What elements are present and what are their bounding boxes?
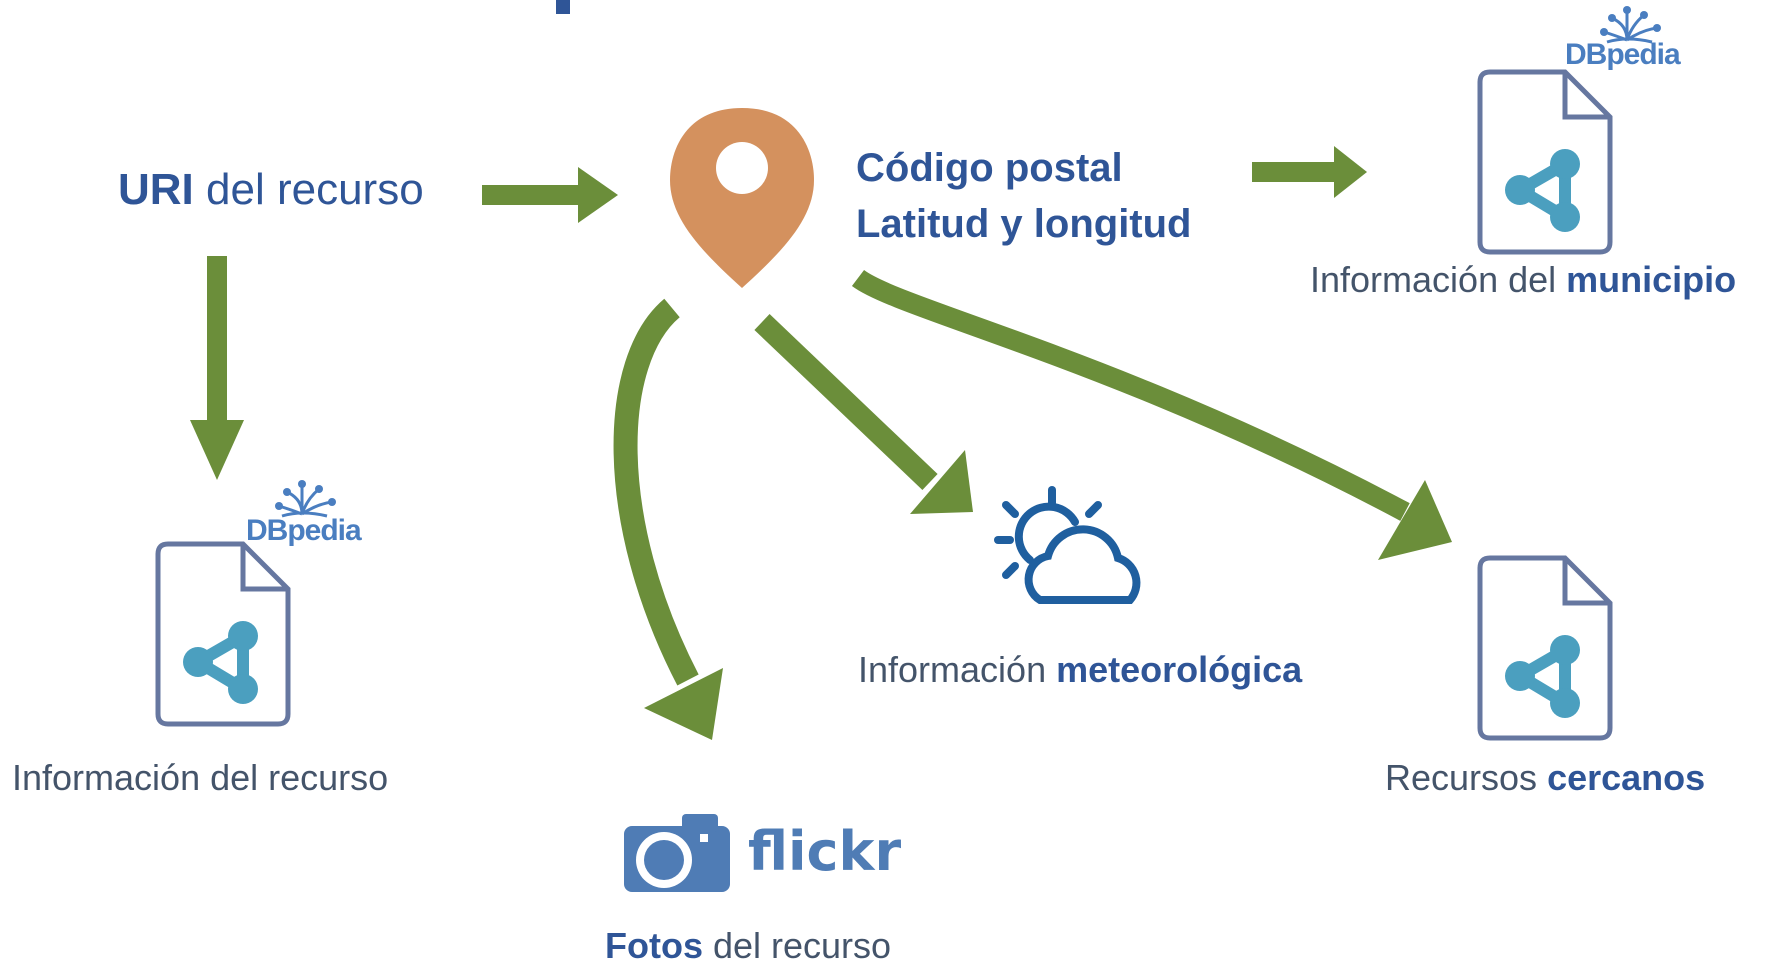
arrow-to-cercanos xyxy=(851,269,1452,560)
arrow-uri-to-pin xyxy=(482,167,618,223)
location-pin-icon xyxy=(670,108,814,288)
cercanos-label: Recursos cercanos xyxy=(1385,760,1705,796)
arrow-to-meteo xyxy=(754,314,973,514)
dbpedia-logo-top: DBpedia xyxy=(1565,38,1681,71)
meteo-label: Información meteorológica xyxy=(858,652,1302,688)
arrow-to-municipio xyxy=(1252,146,1367,198)
municipio-bold: municipio xyxy=(1566,259,1737,300)
fotos-bold: Fotos xyxy=(605,925,703,966)
location-fields: Código postal Latitud y longitud xyxy=(856,140,1192,252)
document-recurso-icon xyxy=(158,544,288,724)
document-cercanos-icon xyxy=(1480,558,1610,738)
meteo-prefix: Información xyxy=(858,649,1057,690)
dbpedia-logo-left-icon xyxy=(273,478,338,518)
uri-label-bold: URI xyxy=(118,165,194,214)
location-field-latlon: Latitud y longitud xyxy=(856,202,1192,246)
fotos-label: Fotos del recurso xyxy=(605,928,891,964)
uri-label-rest: del recurso xyxy=(193,165,424,214)
cercanos-bold: cercanos xyxy=(1547,757,1706,798)
arrow-to-fotos xyxy=(613,298,723,740)
top-decoration xyxy=(556,0,570,14)
flickr-logo: flickr xyxy=(748,820,902,883)
arrow-uri-down xyxy=(190,256,244,480)
document-municipio-icon xyxy=(1480,72,1610,252)
dbpedia-logo-top-icon xyxy=(1598,4,1663,44)
weather-sun-cloud-icon xyxy=(994,486,1141,604)
recurso-label: Información del recurso xyxy=(12,757,389,798)
location-field-postal: Código postal xyxy=(856,146,1123,190)
cercanos-prefix: Recursos xyxy=(1385,757,1548,798)
meteo-bold: meteorológica xyxy=(1056,649,1303,690)
uri-label: URI del recurso xyxy=(118,168,424,212)
municipio-prefix: Información del xyxy=(1310,259,1567,300)
fotos-rest: del recurso xyxy=(702,925,892,966)
dbpedia-logo-left: DBpedia xyxy=(246,514,362,547)
flickr-camera-icon xyxy=(624,814,730,892)
municipio-label: Información del municipio xyxy=(1310,262,1736,298)
